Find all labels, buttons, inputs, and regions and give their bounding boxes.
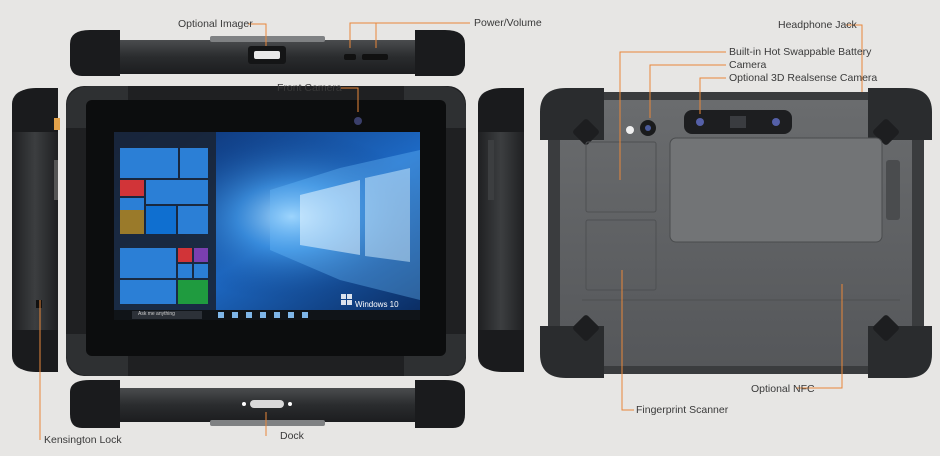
search-box[interactable]: Ask me anything bbox=[138, 311, 175, 317]
label-battery: Built-in Hot Swappable Battery bbox=[729, 46, 872, 58]
os-logo-text: Windows 10 bbox=[355, 300, 399, 309]
windows-logo-icon bbox=[341, 294, 352, 305]
dock-connector bbox=[250, 400, 284, 408]
left-side-view bbox=[12, 88, 60, 372]
label-power-volume: Power/Volume bbox=[474, 17, 542, 29]
front-view bbox=[66, 86, 466, 376]
taskbar bbox=[114, 310, 420, 320]
callout-lines bbox=[39, 22, 863, 440]
top-edge-view bbox=[70, 30, 465, 76]
label-realsense: Optional 3D Realsense Camera bbox=[729, 72, 878, 84]
label-kensington-lock: Kensington Lock bbox=[44, 434, 122, 446]
label-nfc: Optional NFC bbox=[751, 383, 815, 395]
label-front-camera: Front Camera bbox=[277, 82, 342, 94]
label-camera: Camera bbox=[729, 59, 767, 71]
right-side-view bbox=[478, 88, 524, 372]
bottom-edge-view bbox=[70, 380, 465, 428]
label-dock: Dock bbox=[280, 430, 304, 442]
back-view bbox=[540, 88, 932, 378]
front-camera-lens bbox=[354, 117, 362, 125]
label-fingerprint: Fingerprint Scanner bbox=[636, 404, 729, 416]
label-headphone-jack: Headphone Jack bbox=[778, 19, 857, 31]
label-optional-imager: Optional Imager bbox=[178, 18, 253, 30]
